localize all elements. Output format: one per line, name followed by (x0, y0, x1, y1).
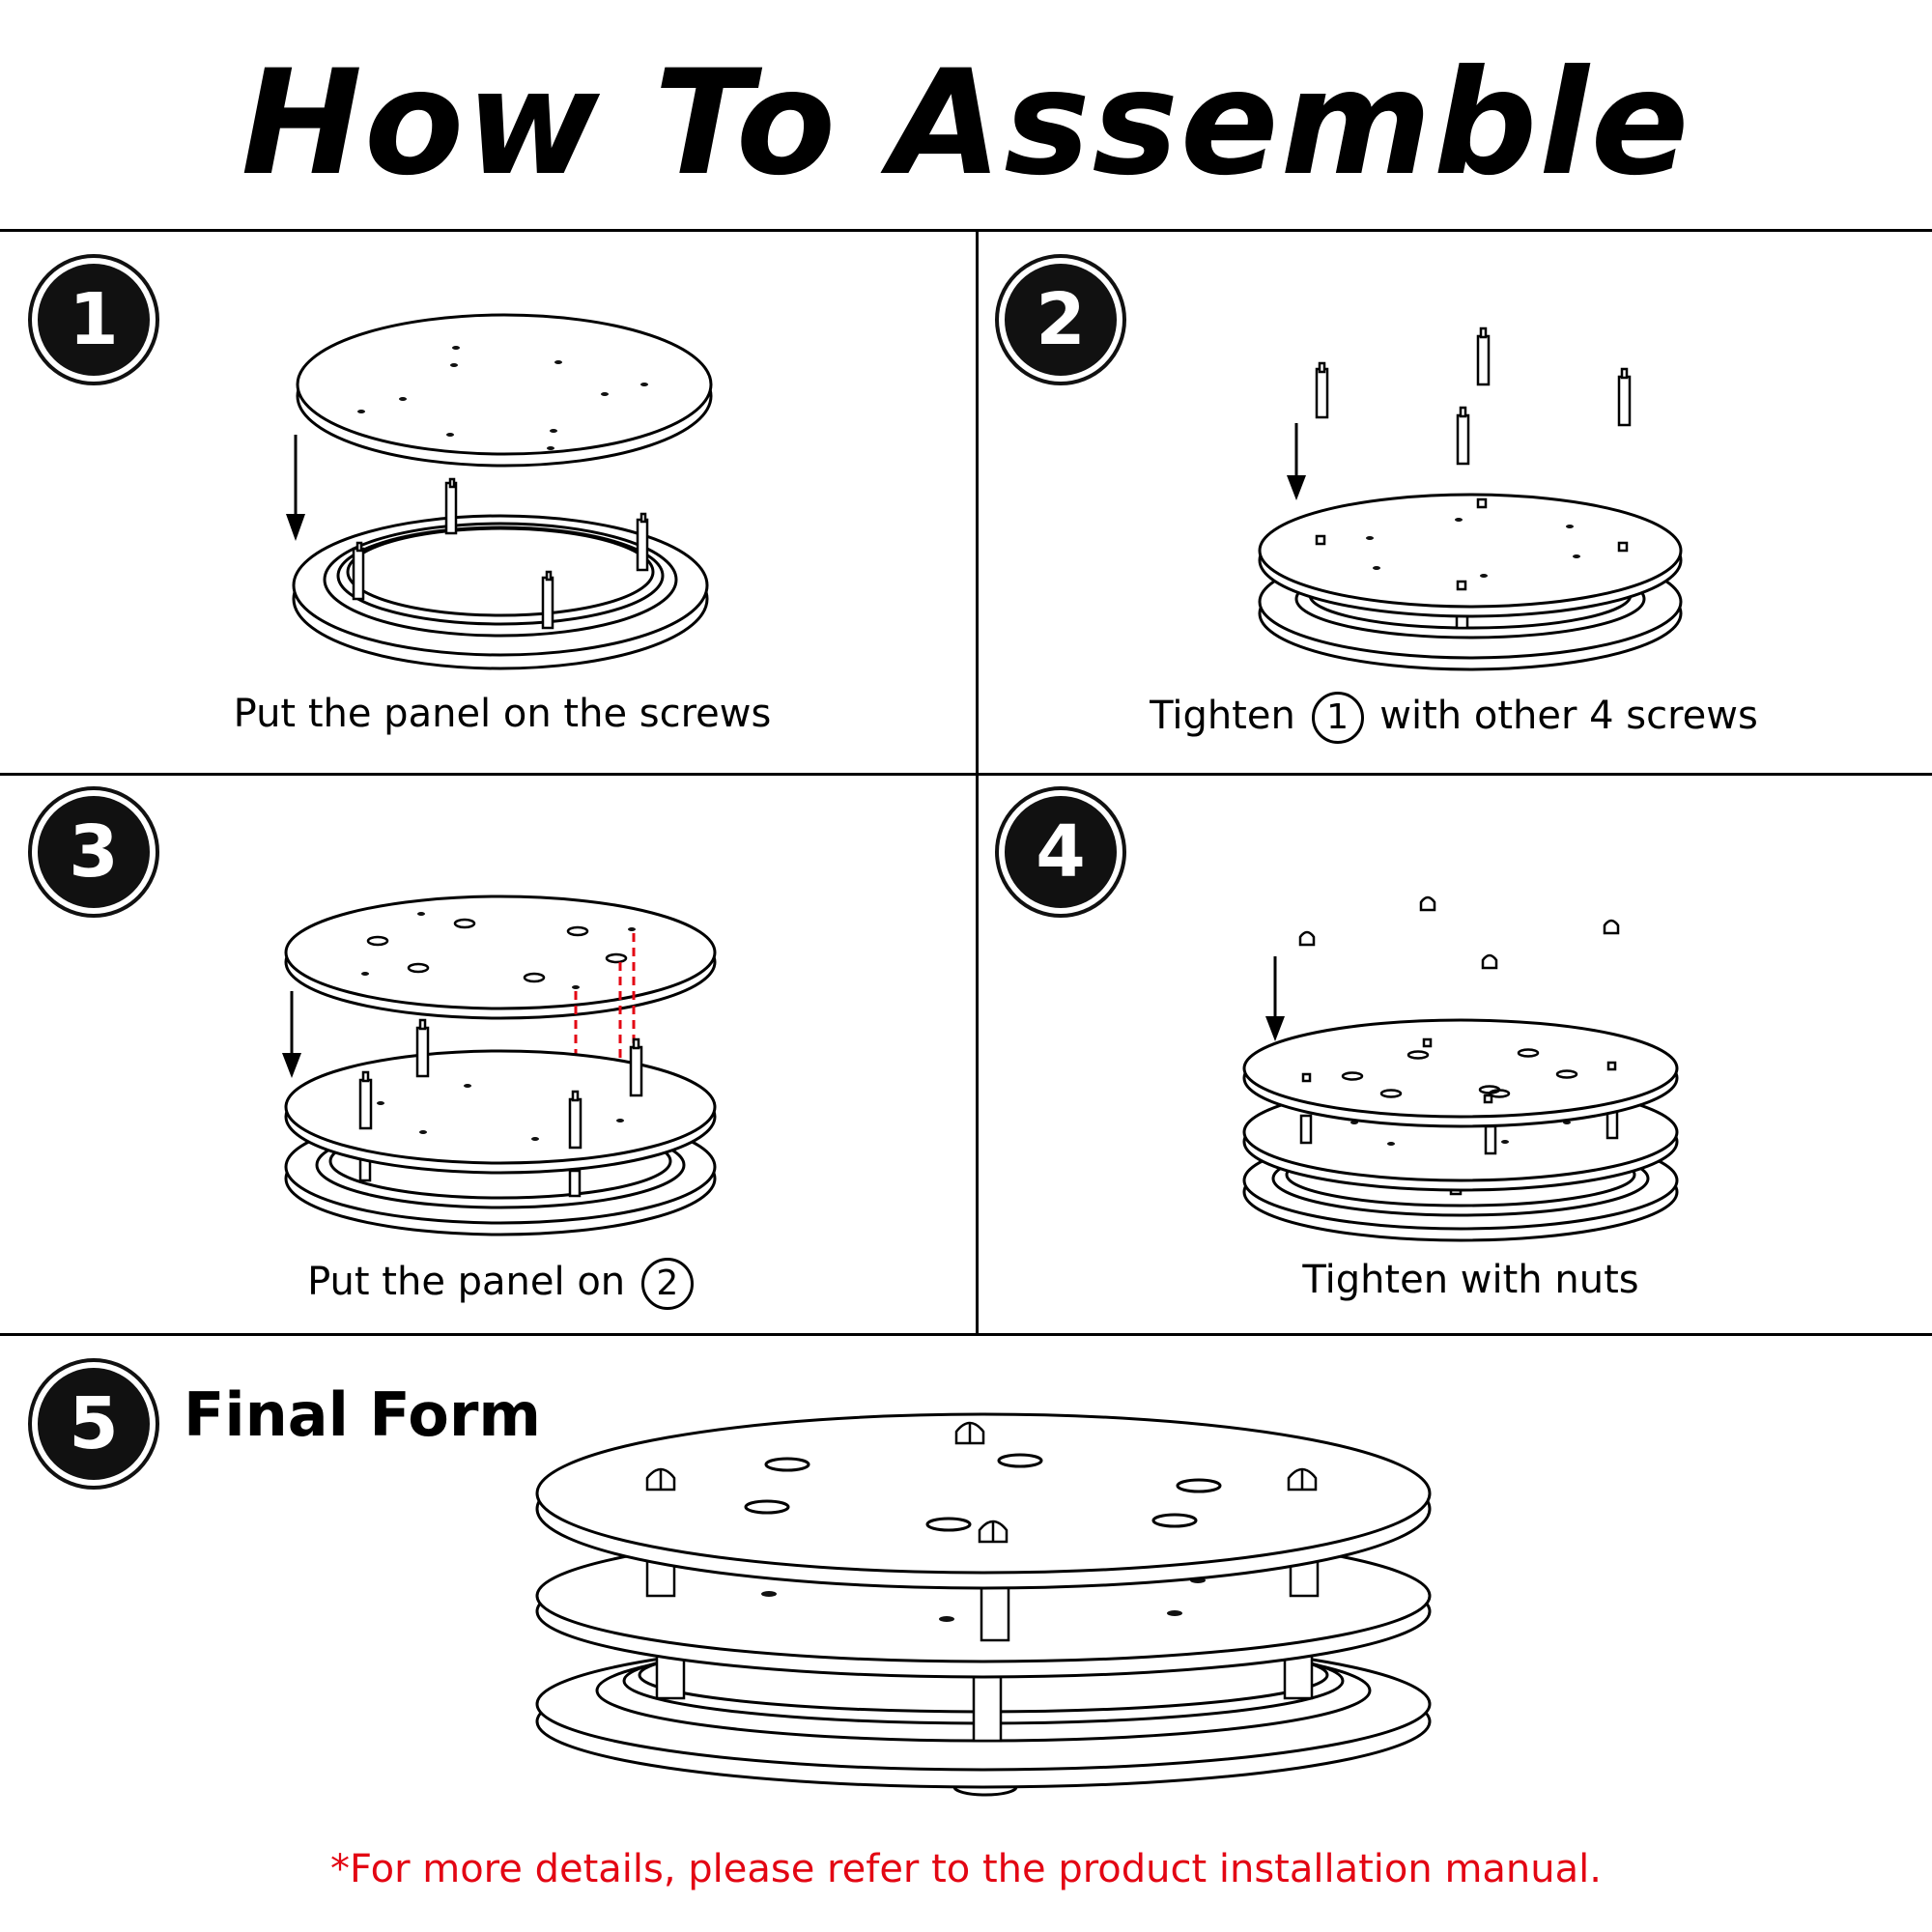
step-4-caption: Tighten with nuts (1302, 1258, 1639, 1302)
final-form-label: Final Form (184, 1379, 542, 1450)
step-3-caption: Put the panel on 2 (0, 1258, 1005, 1310)
step-3-ref-circle: 2 (640, 1258, 694, 1310)
divider-middle (0, 773, 1932, 776)
step-2-caption-before: Tighten (1150, 694, 1295, 738)
step-2-illustration (1258, 327, 1683, 671)
divider-vertical (976, 229, 979, 1336)
divider-bottom (0, 1333, 1932, 1336)
divider-top (0, 229, 1932, 232)
step-2-caption-after: with other 4 screws (1379, 694, 1758, 738)
step-1-badge: 1 (28, 254, 159, 385)
step-1-illustration (286, 313, 713, 670)
step-3-caption-before: Put the panel on (307, 1260, 626, 1304)
final-form-illustration (535, 1412, 1432, 1797)
step-2-ref-circle: 1 (1311, 692, 1364, 744)
footnote: *For more details, please refer to the p… (330, 1847, 1602, 1891)
page-title: How To Assemble (241, 40, 1691, 208)
step-5-badge: 5 (28, 1358, 159, 1490)
step-1-caption: Put the panel on the screws (233, 692, 772, 736)
step-2-badge: 2 (995, 254, 1126, 385)
step-4-badge: 4 (995, 786, 1126, 918)
step-4-illustration (1242, 895, 1679, 1242)
step-3-illustration (282, 895, 717, 1236)
step-2-caption: Tighten 1 with other 4 screws (976, 692, 1932, 744)
step-3-badge: 3 (28, 786, 159, 918)
